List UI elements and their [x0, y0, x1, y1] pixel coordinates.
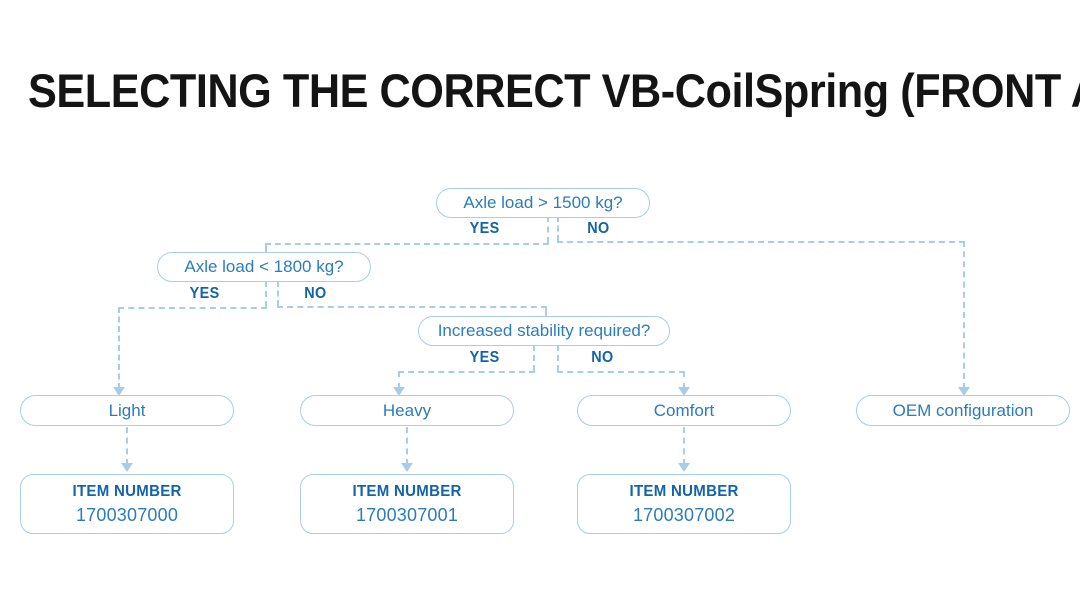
result-label-light: Light [108, 400, 146, 420]
decision-label-axle-load-1500: Axle load > 1500 kg? [463, 193, 623, 212]
connector-d2-yes-horizontal [118, 307, 267, 309]
decision-node-increased-stability[interactable]: Increased stability required? [418, 316, 670, 346]
connector-d1-yes-horizontal [265, 243, 549, 245]
connector-d3-yes-horizontal [398, 371, 535, 373]
branch-label-d2-no: NO [304, 285, 327, 302]
item-number-box-comfort[interactable]: ITEM NUMBER 1700307002 [577, 474, 791, 534]
arrowhead-comfort [678, 387, 690, 396]
connector-d2-no-horizontal [277, 306, 547, 308]
connector-light-to-item [126, 427, 128, 465]
branch-label-d2-yes: YES [189, 285, 220, 302]
connector-d1-yes-vertical-a [547, 216, 549, 243]
decision-node-axle-load-1500[interactable]: Axle load > 1500 kg? [436, 188, 650, 218]
result-label-oem: OEM configuration [892, 400, 1034, 420]
result-node-light[interactable]: Light [20, 395, 234, 426]
result-label-comfort: Comfort [653, 400, 715, 420]
connector-d2-no-vertical-b [545, 306, 547, 318]
result-label-heavy: Heavy [382, 400, 432, 420]
decision-label-axle-load-1800: Axle load < 1800 kg? [184, 257, 344, 276]
result-node-heavy[interactable]: Heavy [300, 395, 514, 426]
decision-label-increased-stability: Increased stability required? [437, 321, 651, 340]
connector-d1-no-vertical-a [557, 216, 559, 241]
connector-d3-yes-vertical-a [533, 345, 535, 371]
connector-comfort-to-item [683, 427, 685, 465]
decision-node-axle-load-1800[interactable]: Axle load < 1800 kg? [157, 252, 371, 282]
arrowhead-oem [958, 387, 970, 396]
connector-d2-yes-vertical-b [118, 307, 120, 389]
connector-heavy-to-item [406, 427, 408, 465]
connector-d1-no-vertical-b [963, 241, 965, 389]
item-number-title-light: ITEM NUMBER [72, 482, 182, 500]
connector-d3-no-vertical-b [683, 371, 685, 389]
connector-d3-yes-vertical-b [398, 371, 400, 389]
connector-d3-no-vertical-a [557, 345, 559, 371]
arrowhead-item-heavy [401, 463, 413, 472]
arrowhead-item-comfort [678, 463, 690, 472]
page-title: SELECTING THE CORRECT VB-CoilSpring (FRO… [28, 64, 1080, 117]
branch-label-d1-no: NO [587, 220, 610, 237]
result-node-oem[interactable]: OEM configuration [856, 395, 1070, 426]
connector-d2-no-vertical-a [277, 281, 279, 306]
item-number-title-comfort: ITEM NUMBER [629, 482, 739, 500]
arrowhead-item-light [121, 463, 133, 472]
result-node-comfort[interactable]: Comfort [577, 395, 791, 426]
item-number-value-light: 1700307000 [75, 504, 179, 525]
item-number-value-comfort: 1700307002 [632, 504, 736, 525]
branch-label-d3-no: NO [591, 349, 614, 366]
arrowhead-heavy [393, 387, 405, 396]
item-number-title-heavy: ITEM NUMBER [352, 482, 462, 500]
connector-d2-yes-vertical-a [265, 281, 267, 307]
connector-d1-yes-vertical-b [265, 243, 267, 253]
item-number-box-heavy[interactable]: ITEM NUMBER 1700307001 [300, 474, 514, 534]
connector-d3-no-horizontal [557, 371, 685, 373]
branch-label-d3-yes: YES [469, 349, 500, 366]
item-number-value-heavy: 1700307001 [355, 504, 459, 525]
branch-label-d1-yes: YES [469, 220, 500, 237]
connector-d1-no-horizontal [557, 241, 965, 243]
arrowhead-light [113, 387, 125, 396]
item-number-box-light[interactable]: ITEM NUMBER 1700307000 [20, 474, 234, 534]
